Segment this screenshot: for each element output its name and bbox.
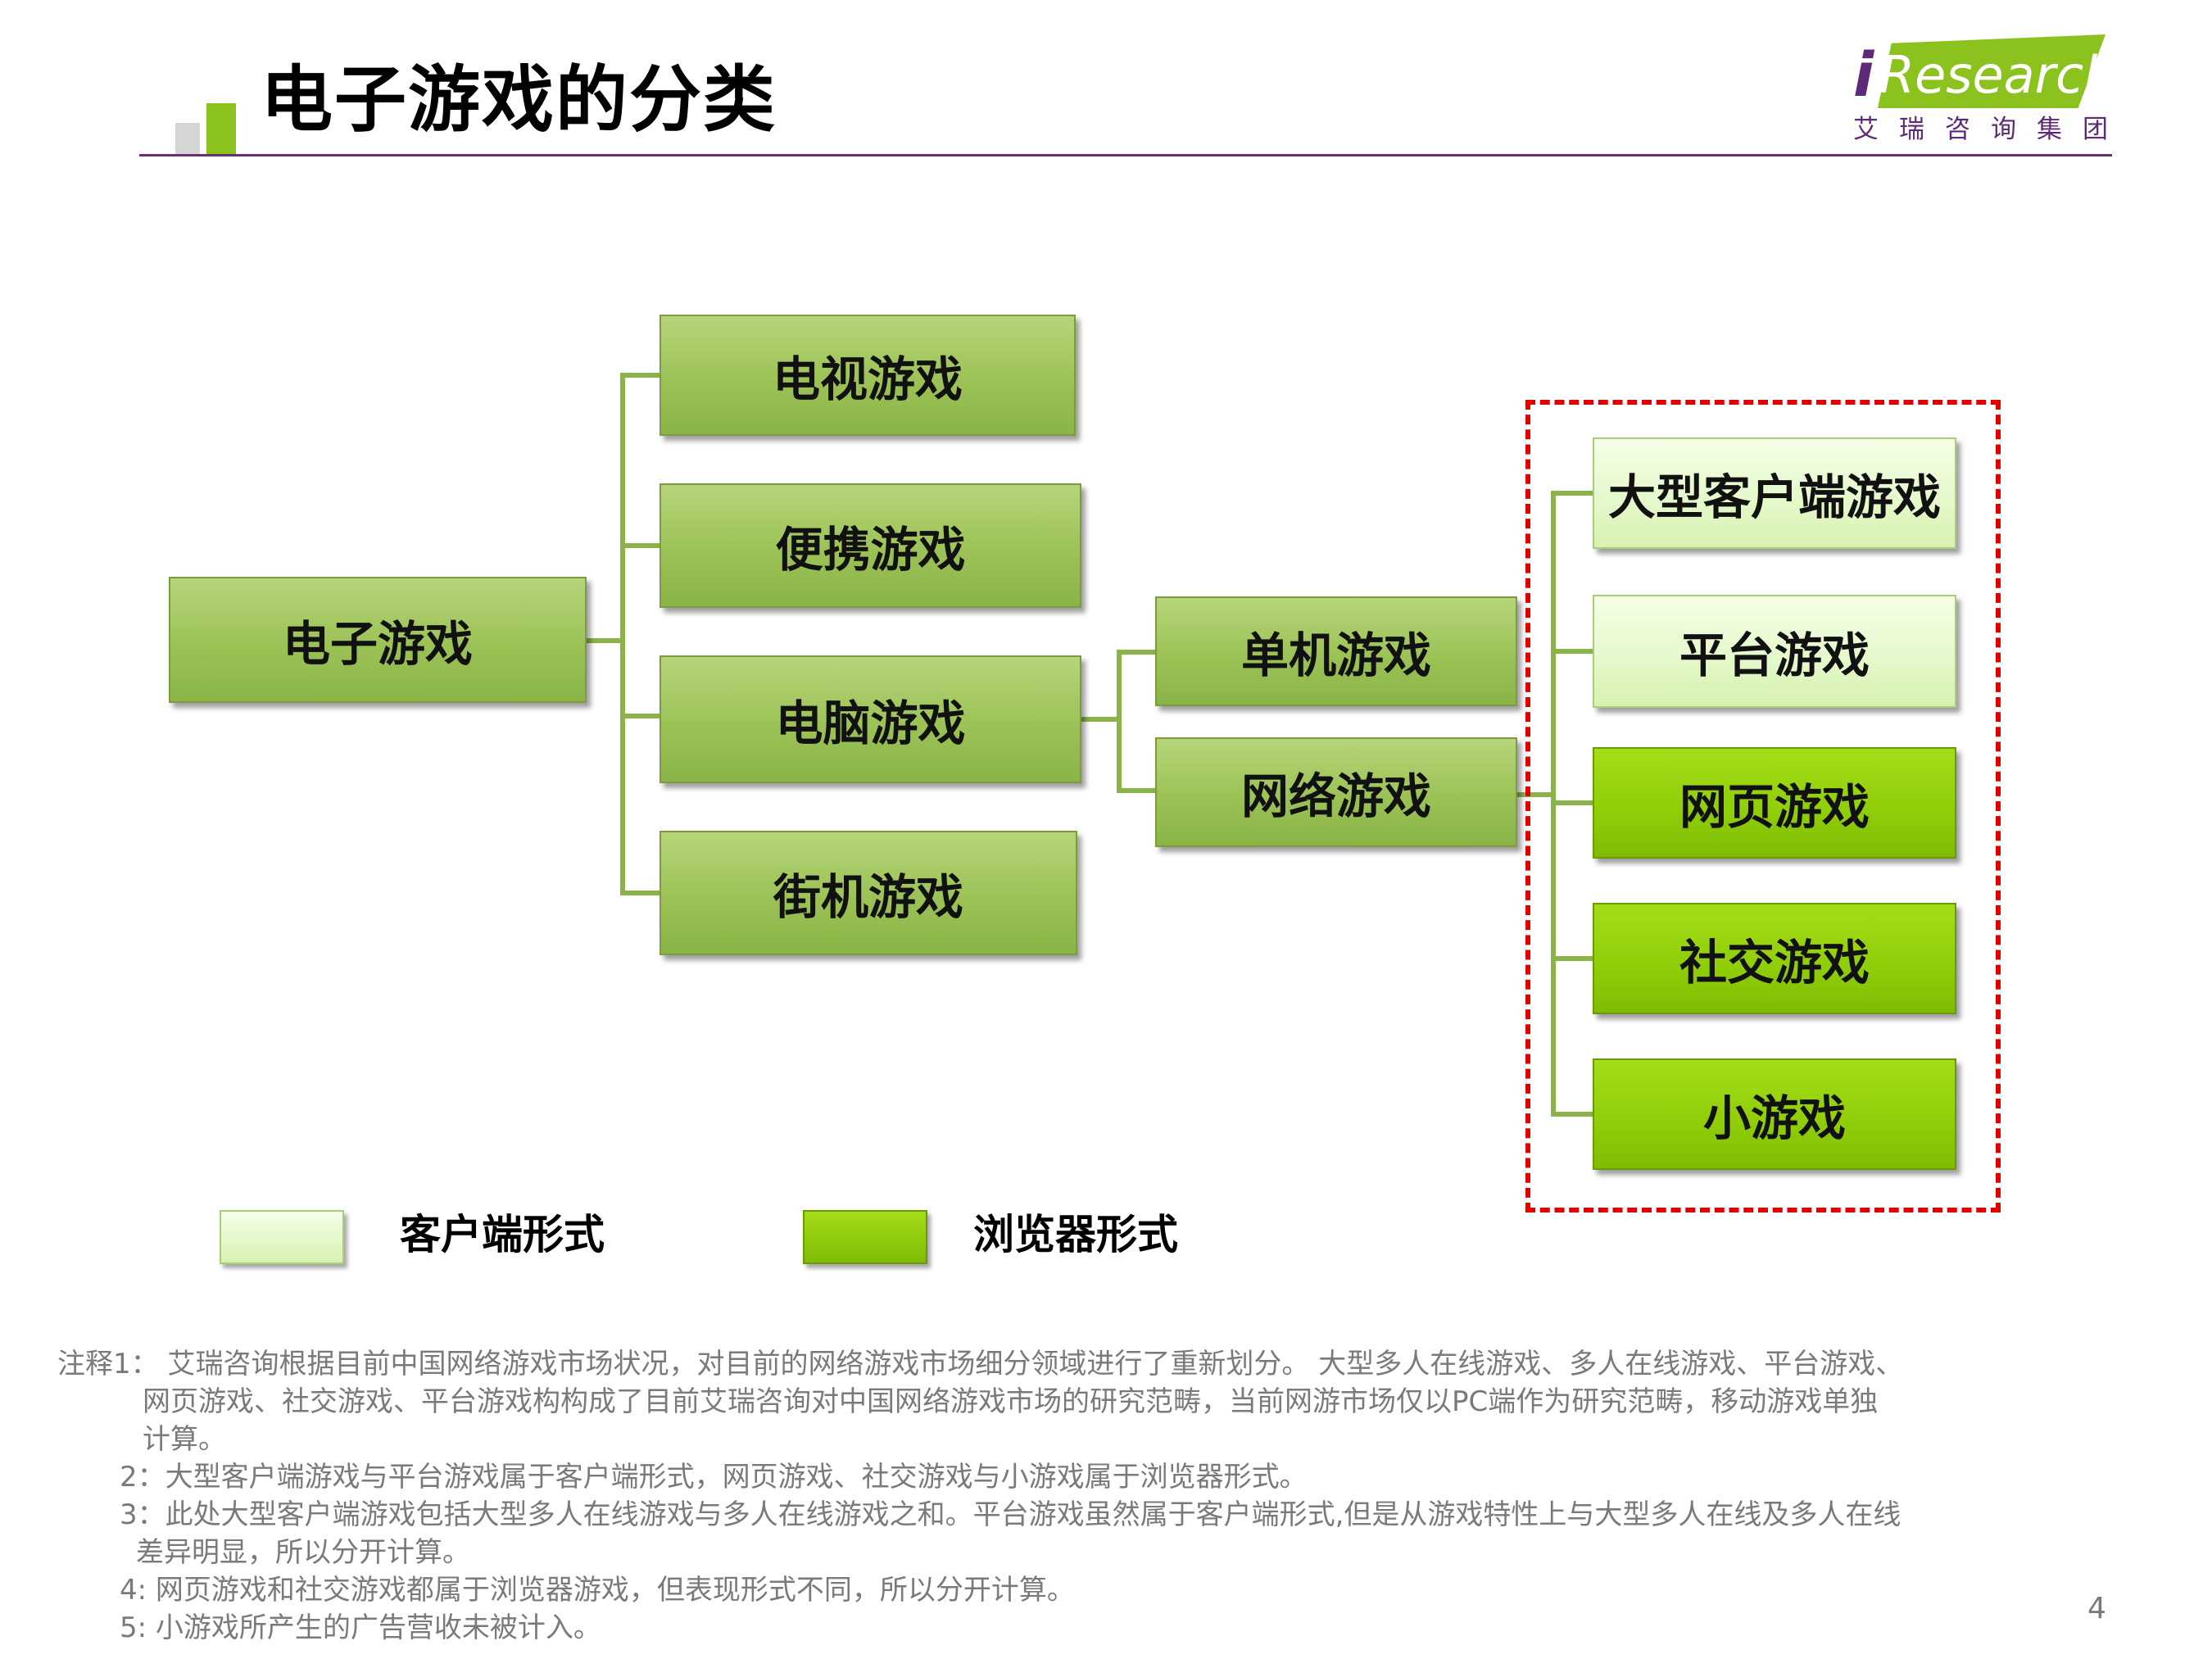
node-tv-games: 电视游戏 [660,315,1076,436]
node-social-games: 社交游戏 [1593,903,1956,1014]
node-standalone-games: 单机游戏 [1155,596,1517,706]
note-line: 2：大型客户端游戏与平台游戏属于客户端形式，网页游戏、社交游戏与小游戏属于浏览器… [120,1461,1308,1494]
page-title: 电子游戏的分类 [261,57,777,142]
logo-wordmark: Research [1879,45,2116,105]
node-label: 街机游戏 [773,869,963,925]
node-label: 电子游戏 [282,616,473,672]
node-pc-games: 电脑游戏 [660,655,1081,783]
note-line: 3：此处大型客户端游戏包括大型多人在线游戏与多人在线游戏之和。平台游戏虽然属于客… [120,1498,1902,1531]
node-online-games: 网络游戏 [1155,737,1517,847]
node-label: 大型客户端游戏 [1607,469,1941,525]
node-label: 电视游戏 [772,351,963,407]
browser-client-group-frame [1525,400,2001,1213]
node-label: 平台游戏 [1679,628,1870,683]
legend-label-client: 客户端形式 [400,1211,605,1258]
note-line: 4: 网页游戏和社交游戏都属于浏览器游戏，但表现形式不同，所以分开计算。 [120,1574,1075,1607]
node-label: 社交游戏 [1679,935,1870,990]
node-arcade-games: 街机游戏 [660,831,1077,955]
note-line: 网页游戏、社交游戏、平台游戏构构成了目前艾瑞咨询对中国网络游戏市场的研究范畴，当… [143,1385,1879,1418]
page-number: 4 [2087,1592,2106,1625]
note-line: 注释1： 艾瑞咨询根据目前中国网络游戏市场状况，对目前的网络游戏市场细分领域进行… [57,1348,1904,1380]
node-platform-games: 平台游戏 [1593,595,1956,708]
logo-banner [1878,34,2105,108]
node-electronic-games: 电子游戏 [169,577,587,703]
logo-letter-i: i [1853,40,1874,111]
node-label: 小游戏 [1702,1090,1846,1146]
node-label: 便携游戏 [775,522,966,578]
note-line: 差异明显，所以分开计算。 [136,1536,470,1569]
node-label: 网页游戏 [1679,779,1870,835]
note-line: 5: 小游戏所产生的广告营收未被计入。 [120,1611,601,1644]
title-divider [139,154,2112,156]
note-line: 计算。 [143,1423,226,1456]
node-label: 网络游戏 [1240,768,1431,824]
title-accent-grey [175,123,200,154]
node-label: 电脑游戏 [775,696,966,751]
legend-swatch-browser [803,1210,927,1264]
logo-subtitle: 艾瑞咨询集团 [1853,115,2128,144]
node-web-games: 网页游戏 [1593,747,1956,859]
legend-swatch-client [220,1210,344,1264]
node-mmo-client-games: 大型客户端游戏 [1593,437,1956,549]
node-mini-games: 小游戏 [1593,1058,1956,1170]
node-portable-games: 便携游戏 [660,483,1081,608]
title-accent-green [206,103,236,154]
legend-label-browser: 浏览器形式 [973,1211,1178,1258]
node-label: 单机游戏 [1240,628,1431,683]
iresearch-logo: i Research 艾瑞咨询集团 [1853,31,2128,146]
